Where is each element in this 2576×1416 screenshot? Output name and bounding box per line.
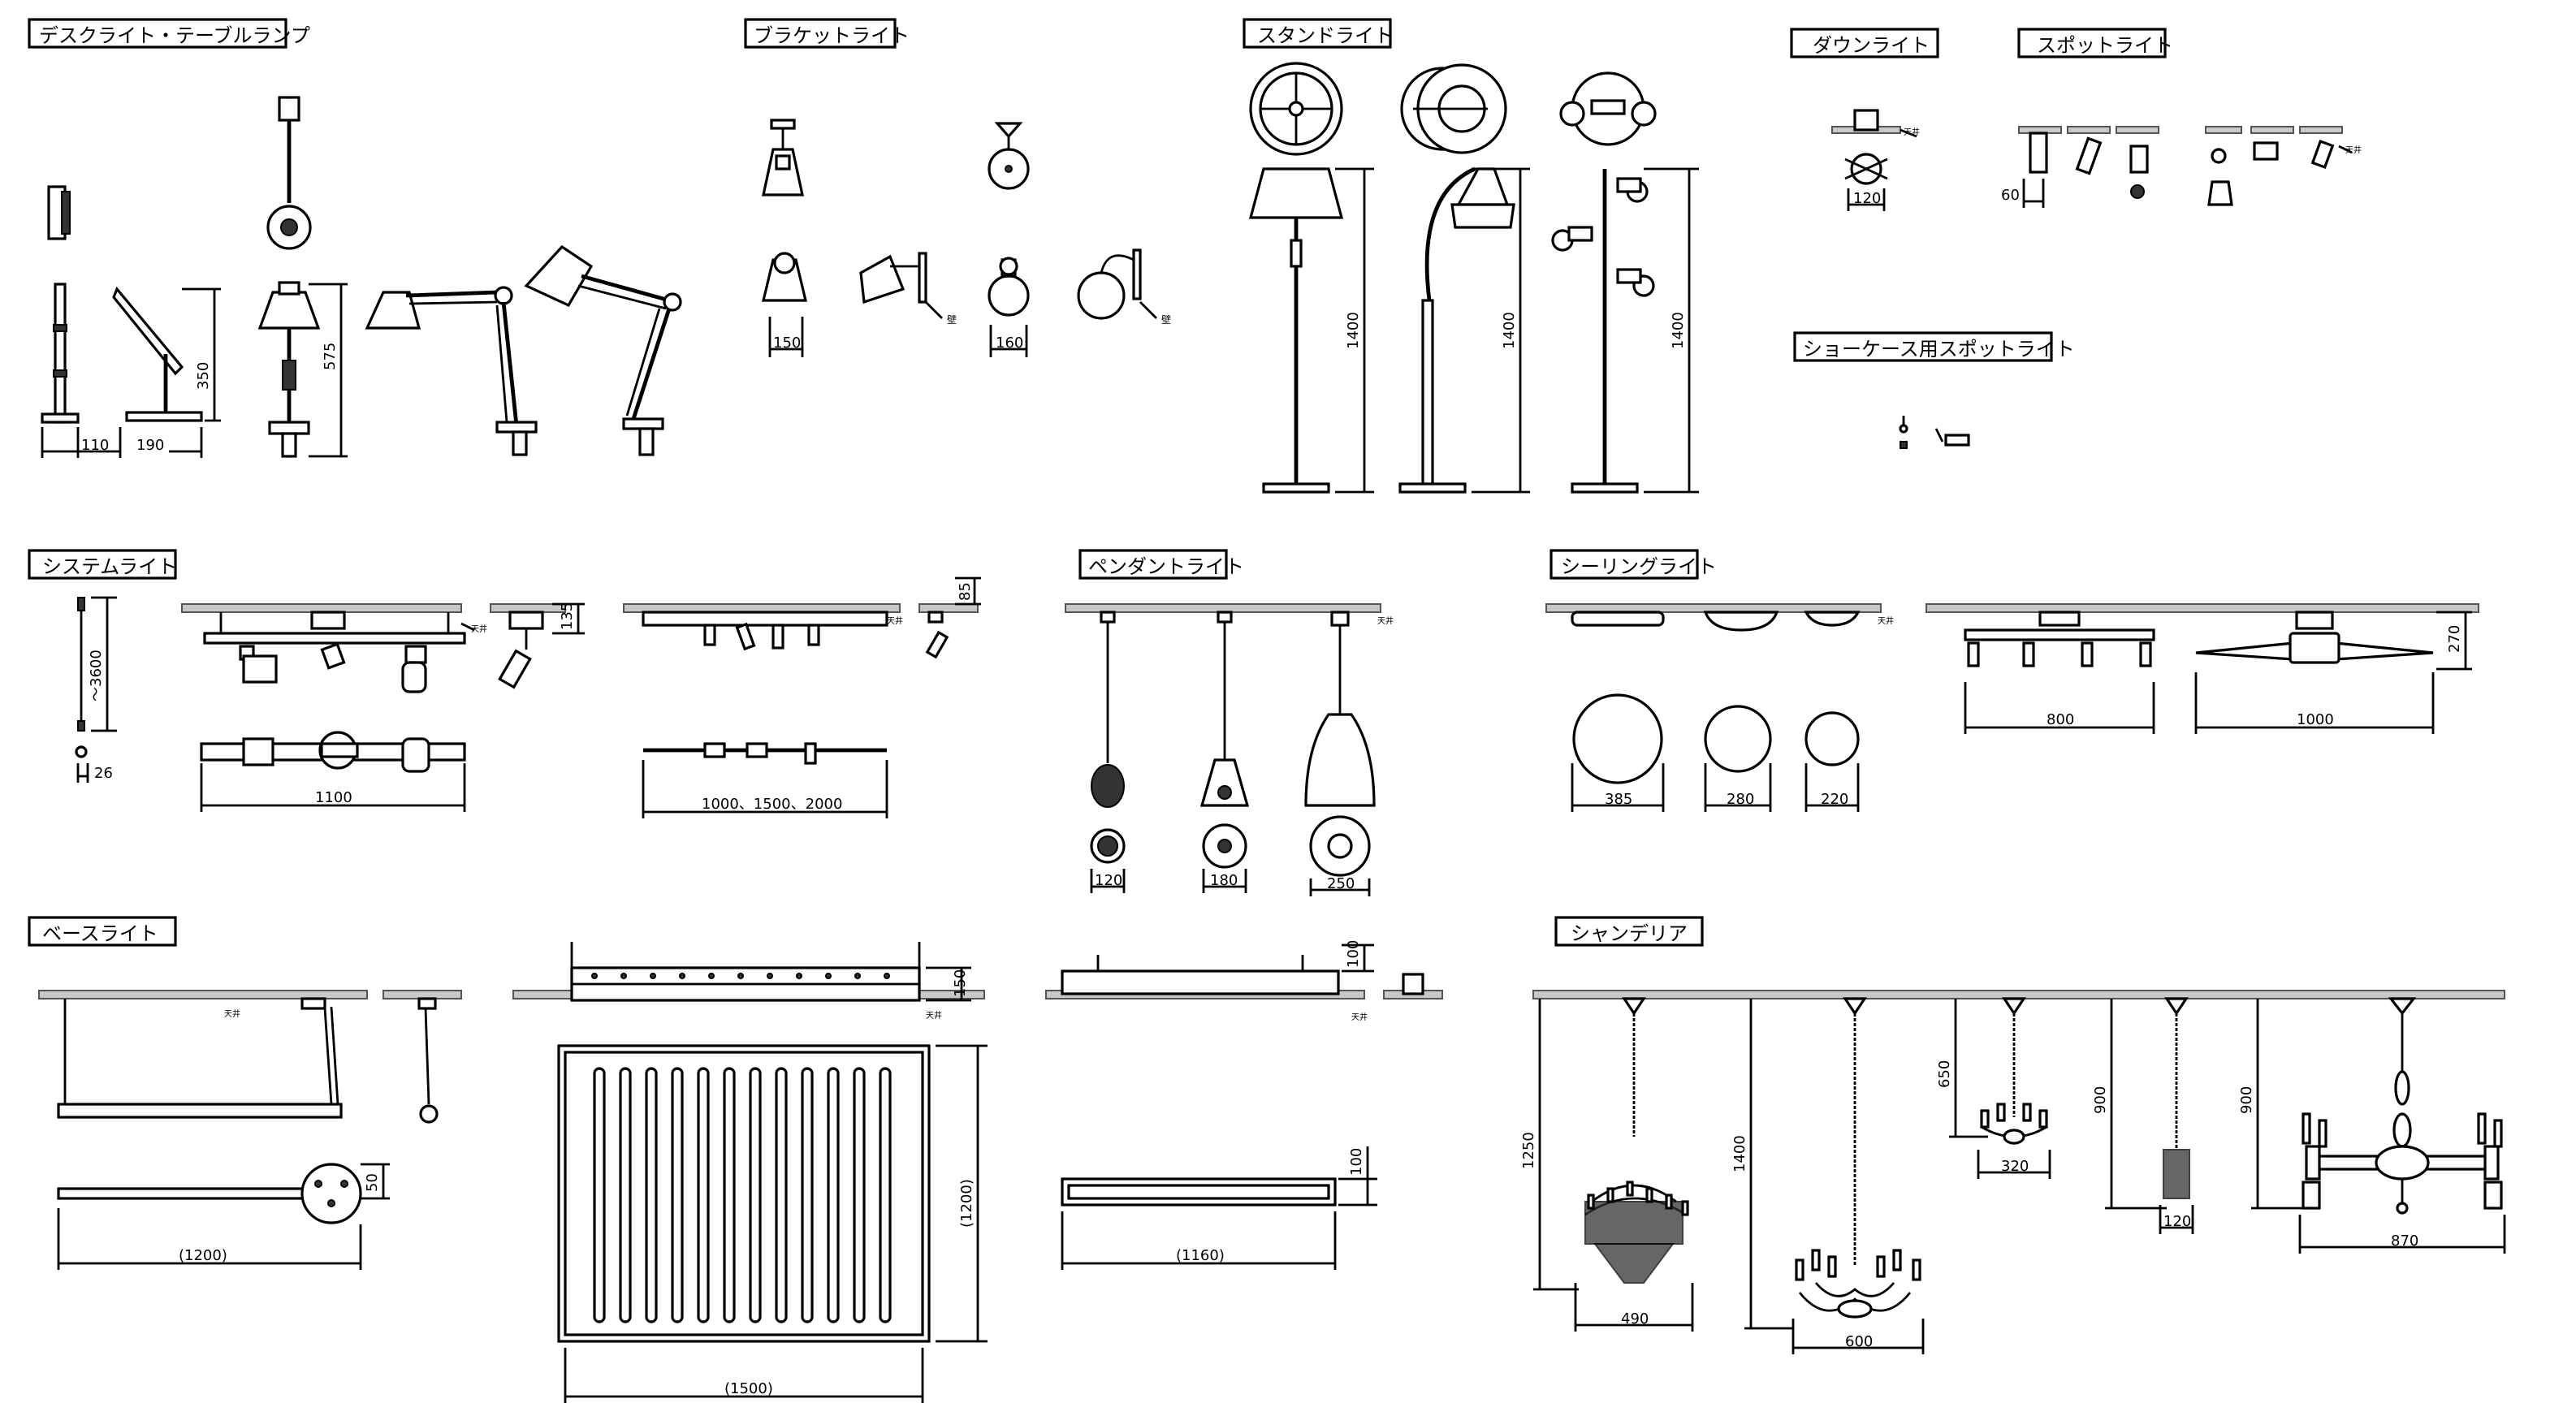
- title-spot: スポットライト: [2037, 34, 2173, 57]
- dim-ch-120: 120: [2163, 1213, 2191, 1230]
- dim-stand-1400-c: 1400: [1670, 312, 1687, 349]
- desk-light-group: 110 190 350 575: [41, 96, 682, 458]
- dim-ch-900b: 900: [2238, 1086, 2255, 1114]
- dim-base-1500: (1500): [724, 1380, 773, 1397]
- dim-ch-320: 320: [2001, 1158, 2029, 1175]
- dim-ceil-1000: 1000: [2297, 711, 2334, 728]
- dim-stand-1400-a: 1400: [1345, 312, 1362, 349]
- dim-base-150: 150: [952, 969, 969, 997]
- stand-light-group: 1400 1400 1400: [1248, 62, 1699, 494]
- note-wall-1: 壁: [947, 313, 957, 326]
- dim-stand-1400-b: 1400: [1501, 312, 1518, 349]
- base-dots: [591, 973, 890, 979]
- note-ceiling-down: 天井: [1904, 127, 1920, 137]
- note-ceiling-c1: 天井: [1878, 615, 1894, 626]
- note-ceiling-b3: 天井: [1351, 1012, 1368, 1022]
- dim-bracket-150: 150: [773, 335, 801, 352]
- title-bracket: ブラケットライト: [754, 24, 910, 47]
- dim-sys-135: 135: [559, 602, 576, 630]
- title-system: システムライト: [42, 555, 177, 578]
- dim-ch-1400: 1400: [1731, 1135, 1748, 1172]
- dim-ceil-800: 800: [2047, 711, 2074, 728]
- dim-base-100a: 100: [1345, 940, 1362, 968]
- title-down: ダウンライト: [1813, 34, 1930, 57]
- down-spot-group: 天井 120 60 天井: [1831, 109, 2362, 449]
- dim-ceil-385: 385: [1605, 791, 1632, 808]
- dim-bracket-160: 160: [996, 335, 1023, 352]
- dim-ch-650: 650: [1936, 1060, 1953, 1088]
- dim-sys-26: 26: [94, 765, 113, 782]
- note-ceiling-sys1: 天井: [471, 624, 487, 634]
- pendant-light-group: 天井 120 180 250: [1065, 603, 1394, 896]
- dim-pend-180: 180: [1210, 872, 1238, 889]
- dim-base-1200: (1200): [179, 1247, 227, 1264]
- dim-ceil-220: 220: [1821, 791, 1848, 808]
- dim-pend-250: 250: [1327, 875, 1355, 892]
- dim-sys-1100: 1100: [315, 789, 352, 806]
- dim-base-50: 50: [364, 1173, 381, 1192]
- dim-ceil-270: 270: [2446, 625, 2463, 653]
- dim-desk-190: 190: [136, 437, 164, 454]
- note-ceiling-pend: 天井: [1377, 615, 1394, 626]
- note-ceiling-sys2: 天井: [887, 615, 903, 626]
- dim-down-120: 120: [1853, 190, 1881, 207]
- bracket-light-group: 150 壁 160 壁: [761, 119, 1171, 357]
- title-stand: スタンドライト: [1257, 24, 1394, 47]
- note-ceiling-b2: 天井: [926, 1010, 942, 1021]
- title-showcase: ショーケース用スポットライト: [1803, 338, 2075, 360]
- base-panel-slots: [593, 1067, 892, 1323]
- dim-pend-120: 120: [1095, 872, 1122, 889]
- title-desk: デスクライト・テーブルランプ: [39, 24, 310, 47]
- note-ceiling-b1: 天井: [224, 1008, 240, 1019]
- dim-sys-3600: ～3600: [88, 650, 105, 702]
- dim-ch-600: 600: [1845, 1333, 1873, 1350]
- dim-sys-rail: 1000、1500、2000: [702, 796, 842, 813]
- dim-base-100b: 100: [1348, 1148, 1365, 1176]
- chandelier-group: 1250 490 1400 600 650 320: [1520, 990, 2506, 1354]
- title-base: ベースライト: [42, 922, 158, 945]
- dim-base-1160: (1160): [1176, 1247, 1225, 1264]
- title-ceiling: シーリングライト: [1561, 555, 1717, 578]
- dim-desk-350: 350: [195, 362, 212, 390]
- dim-ceil-280: 280: [1727, 791, 1754, 808]
- ceiling-light-group: 天井 385 280 220 800: [1545, 603, 2479, 812]
- dim-ch-1250: 1250: [1520, 1132, 1537, 1169]
- dim-desk-110: 110: [81, 437, 109, 454]
- system-light-group: ～3600 26 天井 1100 135: [75, 576, 981, 818]
- note-wall-2: 壁: [1161, 313, 1171, 326]
- dim-ch-490: 490: [1621, 1310, 1649, 1328]
- dim-ch-870: 870: [2391, 1233, 2418, 1250]
- title-chandelier: シャンデリア: [1571, 922, 1688, 945]
- dim-sys-85: 85: [957, 582, 974, 601]
- dim-base-1200v: (1200): [958, 1179, 975, 1228]
- base-light-group: 天井 50 (1200): [38, 940, 1443, 1403]
- section-titles: デスクライト・テーブルランプ ブラケットライト スタンドライト ダウンライト ス…: [28, 18, 2173, 947]
- dim-desk-575: 575: [322, 343, 339, 370]
- dim-spot-60: 60: [2001, 187, 2020, 204]
- dim-ch-900a: 900: [2092, 1086, 2109, 1114]
- title-pendant: ペンダントライト: [1088, 555, 1244, 578]
